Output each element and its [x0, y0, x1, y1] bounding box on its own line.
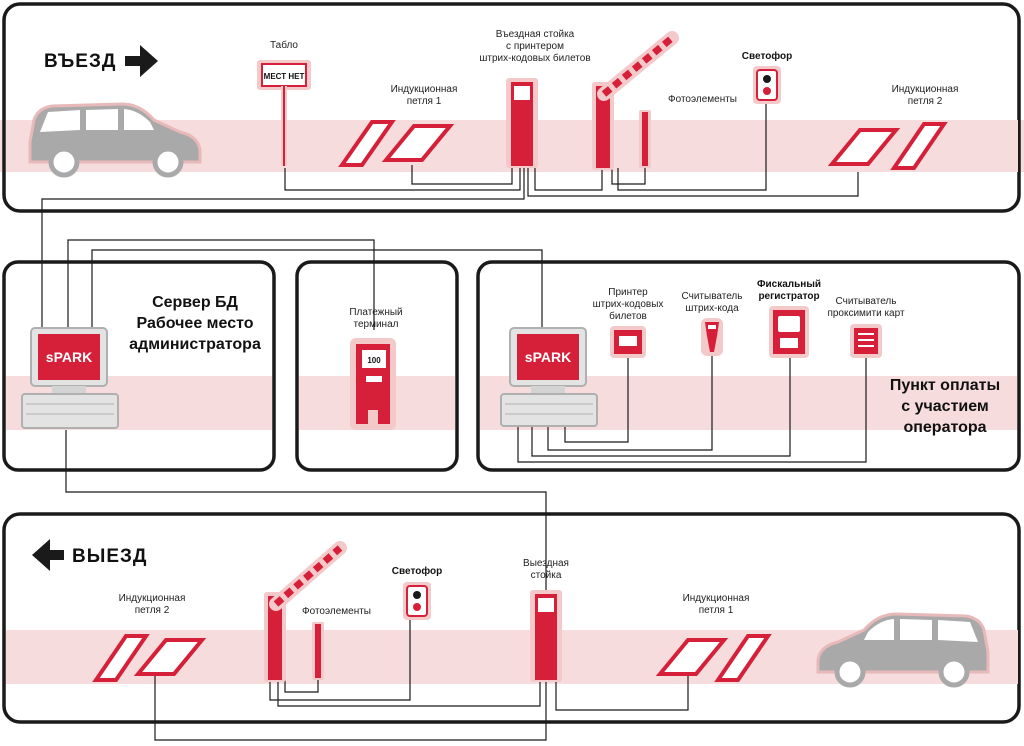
server-title-2: Рабочее место — [137, 315, 254, 332]
cashier-barcode-scanner: Считыватель штрих-кода — [682, 291, 743, 356]
exit-loop-1: Индукционная петля 1 — [655, 593, 772, 682]
exit-panel — [2, 512, 1021, 724]
svg-text:Выездная: Выездная — [523, 558, 569, 569]
svg-text:Платежный: Платежный — [349, 307, 402, 318]
entry-barrier — [592, 31, 679, 170]
svg-text:Фотоэлементы: Фотоэлементы — [668, 94, 737, 105]
keyboard-icon — [21, 393, 119, 429]
entry-photocells: Фотоэлементы — [639, 94, 737, 168]
svg-text:Светофор: Светофор — [742, 50, 792, 62]
exit-barrier — [264, 541, 347, 682]
exit-stand: Выездная стойка — [523, 558, 569, 682]
tablo-text: МЕСТ НЕТ — [264, 72, 305, 81]
server-screen-text: sPARK — [46, 349, 92, 365]
entry-loop-1: Индукционная петля 1 — [338, 84, 458, 167]
cashier-fiscal-register: Фискальный регистратор — [757, 279, 821, 358]
svg-text:штрих-кодовых билетов: штрих-кодовых билетов — [479, 52, 590, 64]
loop-stripe-icon — [338, 120, 396, 167]
svg-text:Светофор: Светофор — [392, 565, 442, 577]
wiring — [41, 100, 867, 741]
entry-traffic-light: Светофор — [742, 50, 792, 104]
arrow-right-icon — [125, 45, 158, 77]
svg-text:Индукционная: Индукционная — [683, 593, 750, 604]
tablo-display: Табло МЕСТ НЕТ — [257, 39, 311, 166]
svg-text:регистратор: регистратор — [758, 291, 819, 302]
entry-direction: ВЪЕЗД — [44, 45, 158, 77]
svg-text:терминал: терминал — [354, 319, 399, 330]
svg-text:Индукционная: Индукционная — [892, 84, 959, 95]
svg-text:Въездная стойка: Въездная стойка — [496, 29, 575, 40]
keyboard-icon — [500, 393, 598, 427]
cashier-workstation: sPARK — [500, 327, 598, 427]
svg-text:петля 2: петля 2 — [908, 96, 943, 107]
exit-loop-2: Индукционная петля 2 — [92, 593, 207, 682]
exit-direction: ВЫЕЗД — [32, 539, 147, 571]
cashier-ticket-printer: Принтер штрих-кодовых билетов — [593, 287, 664, 358]
entry-stand: Въездная стойка с принтером штрих-кодовы… — [479, 29, 591, 168]
svg-text:штрих-кода: штрих-кода — [685, 303, 739, 314]
svg-text:Считыватель: Считыватель — [836, 296, 897, 307]
cashier-point-label-2: с участием — [901, 398, 989, 415]
loop-plate-icon — [381, 124, 455, 162]
exit-traffic-light: Светофор — [392, 565, 442, 620]
exit-direction-label: ВЫЕЗД — [72, 546, 147, 567]
svg-text:петля 1: петля 1 — [699, 605, 734, 616]
svg-text:петля 1: петля 1 — [407, 96, 442, 107]
svg-text:Индукционная: Индукционная — [391, 84, 458, 95]
cashier-point-label-3: оператора — [903, 419, 986, 436]
tablo-label: Табло — [270, 39, 298, 51]
svg-text:Индукционная: Индукционная — [119, 593, 186, 604]
arrow-left-icon — [32, 539, 64, 571]
svg-text:Принтер: Принтер — [608, 287, 648, 298]
entry-loop-2: Индукционная петля 2 — [827, 84, 959, 170]
svg-text:стойка: стойка — [531, 570, 562, 581]
svg-text:Фискальный: Фискальный — [757, 279, 821, 290]
svg-text:штрих-кодовых: штрих-кодовых — [593, 299, 664, 310]
server-title-1: Сервер БД — [152, 294, 238, 311]
server-title-3: администратора — [129, 336, 261, 353]
svg-text:петля 2: петля 2 — [135, 605, 170, 616]
cashier-proximity-reader: Считыватель проксимити карт — [827, 296, 905, 358]
server-workstation: sPARK — [21, 327, 119, 429]
svg-text:Фотоэлементы: Фотоэлементы — [302, 606, 371, 617]
exit-photocells: Фотоэлементы — [302, 606, 371, 680]
svg-text:Считыватель: Считыватель — [682, 291, 743, 302]
entry-direction-label: ВЪЕЗД — [44, 51, 116, 72]
payment-screen-value: 100 — [367, 356, 381, 365]
svg-text:с принтером: с принтером — [506, 41, 564, 52]
svg-text:проксимити карт: проксимити карт — [827, 308, 905, 319]
cashier-screen-text: sPARK — [525, 349, 571, 365]
payment-terminal: Платежный терминал 100 — [349, 307, 403, 430]
cashier-point-label-1: Пункт оплаты — [890, 377, 1000, 394]
svg-text:билетов: билетов — [609, 310, 647, 322]
